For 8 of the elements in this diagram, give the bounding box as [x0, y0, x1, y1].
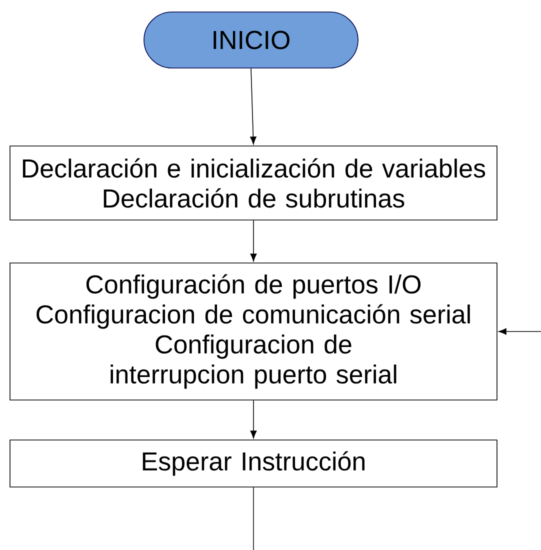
arrow: [250, 400, 257, 438]
connector-line: [253, 487, 254, 550]
arrow: [498, 328, 541, 335]
process-box: Esperar Instrucción: [10, 440, 498, 488]
process-box: Configuración de puertos I/O Configuracion de comunicación serial Configuracion de interrupcion puerto serial: [10, 262, 498, 400]
arrow: [250, 68, 256, 144]
arrow: [250, 220, 257, 262]
process-box: Declaración e inicialización de variables Declaración de subrutinas: [10, 146, 498, 220]
